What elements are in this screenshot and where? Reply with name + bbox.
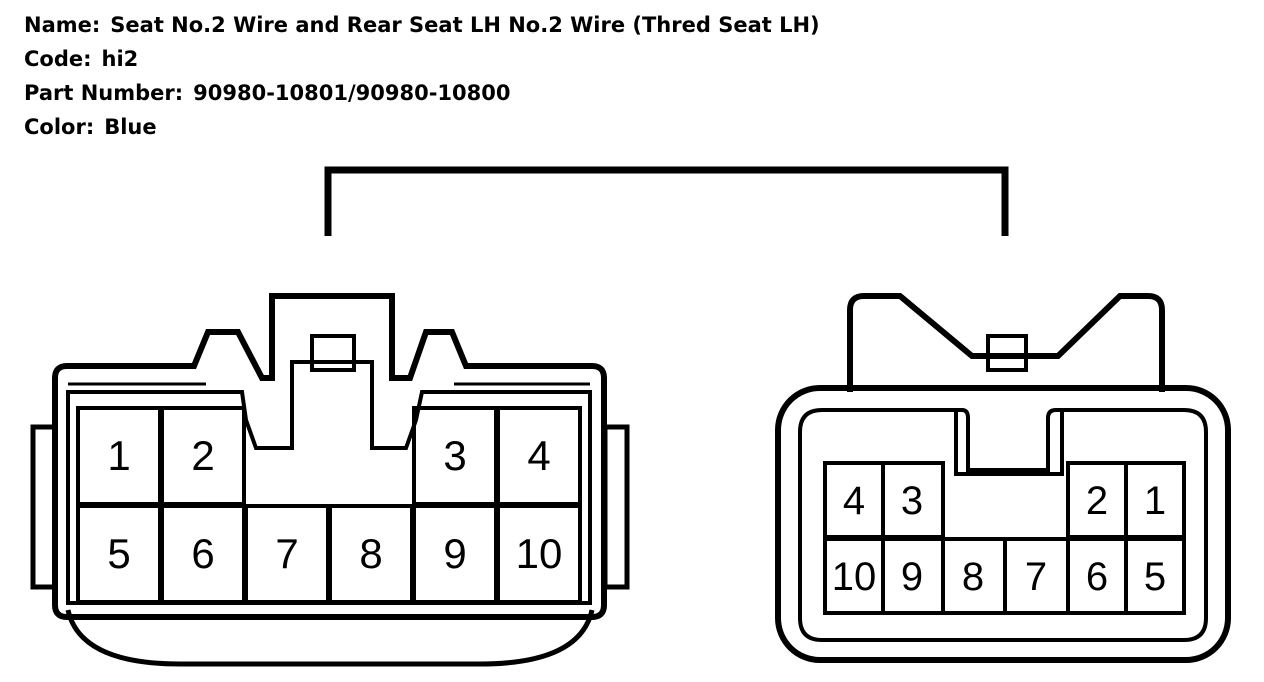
right-connector	[775, 293, 1231, 663]
right-pin-label: 6	[1086, 555, 1108, 599]
housing-inner	[798, 408, 1208, 642]
right-pin-labels: 4 3 2 1 10 9 8 7 6 5	[832, 479, 1166, 599]
right-pin-label: 5	[1144, 555, 1166, 599]
left-pin-label: 10	[516, 530, 563, 577]
code-value: hi2	[101, 47, 139, 71]
right-pin-label: 4	[843, 479, 865, 523]
left-pin-label: 4	[527, 432, 550, 479]
right-pin-label: 10	[832, 555, 877, 599]
right-pin-label: 3	[901, 479, 923, 523]
color-label: Color:	[24, 115, 95, 139]
right-pin-label: 2	[1086, 479, 1108, 523]
right-cavities	[823, 461, 1186, 615]
left-pin-label: 5	[107, 530, 130, 577]
right-pin-label: 1	[1144, 479, 1166, 523]
left-pin-label: 9	[443, 530, 466, 577]
key-slot	[954, 410, 1064, 476]
color-value: Blue	[104, 115, 157, 139]
latch	[986, 334, 1028, 372]
left-pin-label: 2	[191, 432, 214, 479]
latch	[310, 334, 356, 372]
name-row: Name: Seat No.2 Wire and Rear Seat LH No.…	[24, 8, 820, 42]
cavity-10	[496, 504, 582, 604]
bottom-hood	[65, 609, 595, 667]
left-cavities	[76, 406, 582, 604]
housing-outline	[52, 293, 607, 620]
left-pin-labels: 1 2 3 4 5 6 7 8 9 10	[107, 432, 562, 577]
right-side-tab	[602, 424, 630, 590]
part-number-value: 90980-10801/90980-10800	[193, 81, 511, 105]
left-pin-label: 3	[443, 432, 466, 479]
right-pin-label: 8	[962, 555, 984, 599]
connector-info: Name: Seat No.2 Wire and Rear Seat LH No.…	[24, 8, 820, 144]
cavity-5	[1124, 537, 1186, 615]
left-connector	[30, 293, 630, 667]
housing-inner	[66, 360, 592, 605]
left-side-tab	[30, 424, 58, 590]
part-number-row: Part Number: 90980-10801/90980-10800	[24, 76, 820, 110]
name-label: Name:	[24, 13, 101, 37]
left-pin-label: 8	[359, 530, 382, 577]
housing-outline	[775, 385, 1231, 663]
right-pin-label: 9	[901, 555, 923, 599]
code-row: Code: hi2	[24, 42, 820, 76]
left-pin-label: 7	[275, 530, 298, 577]
left-pin-label: 6	[191, 530, 214, 577]
part-number-label: Part Number:	[24, 81, 184, 105]
left-pin-label: 1	[107, 432, 130, 479]
mating-bracket	[324, 166, 1009, 236]
color-row: Color: Blue	[24, 110, 820, 144]
name-value: Seat No.2 Wire and Rear Seat LH No.2 Wir…	[110, 13, 820, 37]
right-pin-label: 7	[1025, 555, 1047, 599]
code-label: Code:	[24, 47, 92, 71]
top-hood	[847, 293, 1165, 392]
